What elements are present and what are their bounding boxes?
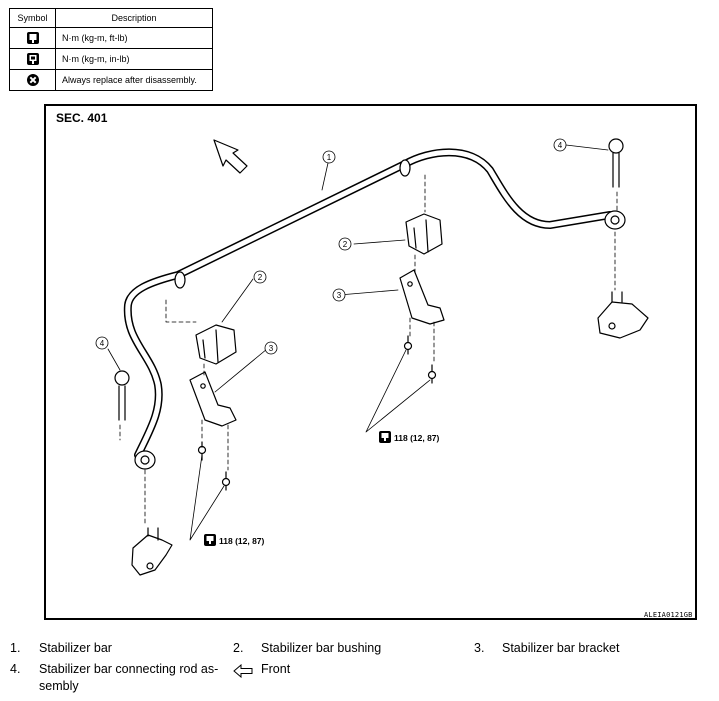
callout-3-right: 3 — [337, 291, 342, 300]
legend-label-1: Stabilizer bar — [39, 641, 112, 655]
front-arrow-icon — [233, 664, 253, 678]
legend-num-3: 3. — [474, 641, 485, 655]
legend-label-4: Stabilizer bar connecting rod as-sembly — [39, 662, 219, 693]
callout-3-left: 3 — [269, 344, 274, 353]
left-bolt-b — [221, 471, 231, 491]
torque-wrench-icon — [204, 534, 216, 546]
always-replace-icon — [26, 74, 39, 86]
figure-id: ALEIA0121GB — [644, 611, 693, 619]
left-connecting-rod — [114, 370, 130, 421]
symbol-desc-replace: Always replace after disassembly. — [55, 69, 213, 91]
right-bushing — [405, 213, 443, 255]
legend-label-2: Stabilizer bar bushing — [261, 641, 382, 655]
callout-2-left: 2 — [258, 273, 263, 282]
section-label: SEC. 401 — [56, 111, 108, 125]
right-bar-eye — [604, 210, 626, 230]
front-direction-arrow — [213, 139, 248, 174]
left-lower-link — [131, 527, 173, 576]
right-lower-link — [597, 291, 649, 339]
callout-4-left: 4 — [100, 339, 105, 348]
symbol-table: Symbol Description N·m (kg-m, ft-lb) N·m… — [9, 8, 213, 91]
right-bracket — [399, 269, 445, 325]
torque-label-right: 118 (12, 87) — [394, 433, 440, 443]
torque-wrench-icon — [379, 431, 391, 443]
torque-wrench-in-lb-icon — [26, 53, 39, 65]
left-bolt-a — [197, 441, 207, 461]
diagram-frame — [44, 104, 697, 620]
right-bolt-b — [427, 364, 437, 384]
right-connecting-rod — [608, 138, 624, 188]
right-bolt-a — [403, 335, 413, 355]
legend-label-3: Stabilizer bar bracket — [502, 641, 620, 655]
legend-num-2: 2. — [233, 641, 244, 655]
legend-label-front: Front — [261, 662, 291, 676]
left-bushing — [195, 324, 237, 365]
torque-label-left: 118 (12, 87) — [219, 536, 265, 546]
callout-2-right: 2 — [343, 240, 348, 249]
callout-4-right: 4 — [558, 141, 563, 150]
left-bracket — [189, 371, 237, 427]
left-bar-eye — [134, 450, 156, 470]
torque-wrench-icon — [26, 32, 39, 44]
legend-num-1: 1. — [10, 641, 21, 655]
callout-1: 1 — [327, 153, 332, 162]
stabilizer-bar — [123, 148, 614, 459]
legend-num-4: 4. — [10, 662, 21, 676]
